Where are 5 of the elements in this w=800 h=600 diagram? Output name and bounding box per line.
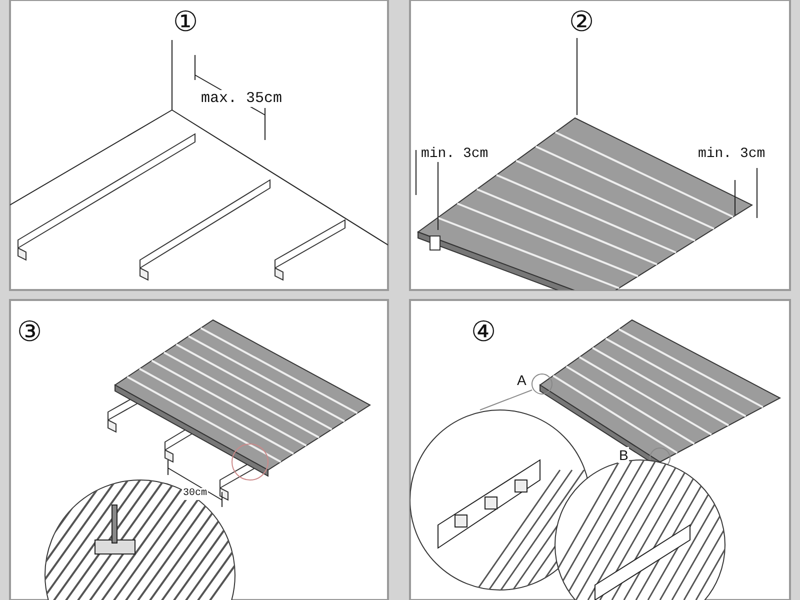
- step-number: ②: [568, 8, 595, 38]
- callout-letter: A: [516, 372, 528, 388]
- dimension-label: max. 35cm: [200, 90, 284, 107]
- callout-letter: B: [618, 447, 630, 463]
- dimension-label: 30cm: [182, 488, 208, 500]
